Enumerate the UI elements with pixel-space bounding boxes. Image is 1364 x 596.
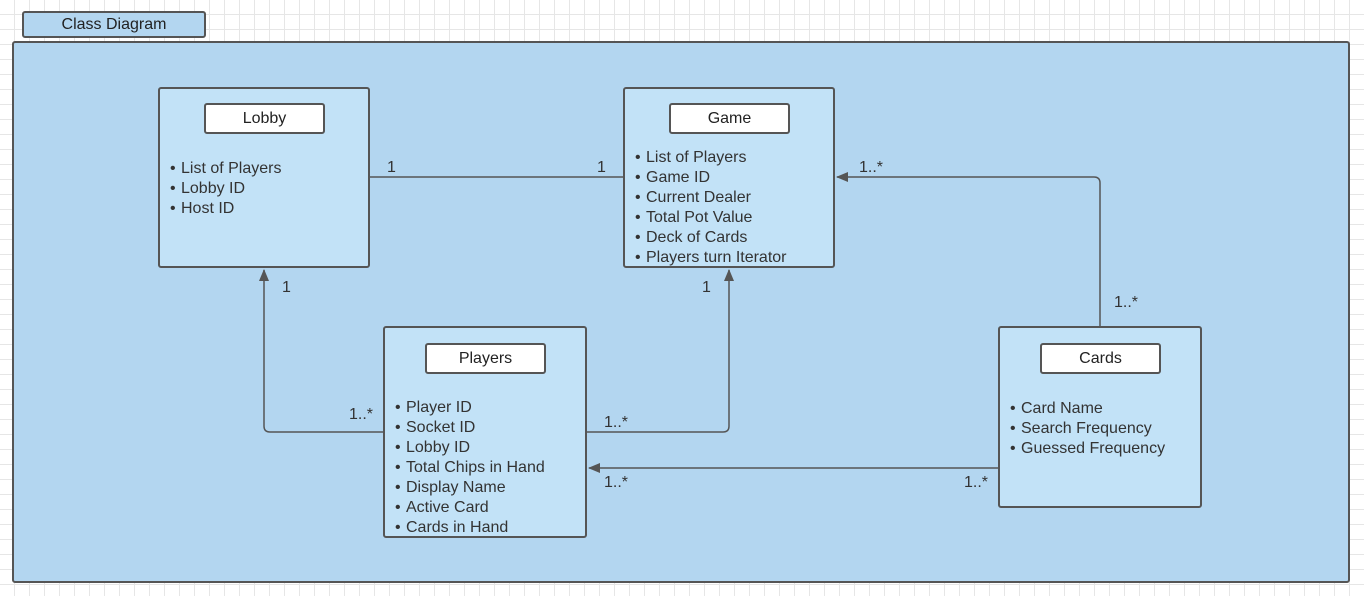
class-players-attributes: Player ID Socket ID Lobby ID Total Chips… xyxy=(395,398,545,538)
multiplicity-players-lobby-lobby-end: 1 xyxy=(282,279,291,296)
attribute-item: Deck of Cards xyxy=(635,228,787,248)
class-players[interactable]: Players Player ID Socket ID Lobby ID Tot… xyxy=(383,326,587,538)
multiplicity-cards-players-cards-end: 1..* xyxy=(964,474,989,491)
attribute-item: Lobby ID xyxy=(395,438,545,458)
class-game-name: Game xyxy=(669,103,790,134)
attribute-item: Active Card xyxy=(395,498,545,518)
multiplicity-players-game-game-end: 1 xyxy=(702,279,711,296)
multiplicity-lobby-game-game-end: 1 xyxy=(597,159,606,176)
attribute-item: Total Chips in Hand xyxy=(395,458,545,478)
attribute-item: Current Dealer xyxy=(635,188,787,208)
multiplicity-cards-game-game-end: 1..* xyxy=(859,159,884,176)
multiplicity-players-game-players-end: 1..* xyxy=(604,414,629,431)
class-game-attributes: List of Players Game ID Current Dealer T… xyxy=(635,148,787,268)
class-lobby-name: Lobby xyxy=(204,103,325,134)
class-cards[interactable]: Cards Card Name Search Frequency Guessed… xyxy=(998,326,1202,508)
multiplicity-cards-players-players-end: 1..* xyxy=(604,474,629,491)
class-players-name: Players xyxy=(425,343,546,374)
class-game[interactable]: Game List of Players Game ID Current Dea… xyxy=(623,87,835,268)
multiplicity-cards-game-cards-end: 1..* xyxy=(1114,294,1139,311)
attribute-item: Game ID xyxy=(635,168,787,188)
attribute-item: List of Players xyxy=(170,159,281,179)
attribute-item: Guessed Frequency xyxy=(1010,439,1165,459)
attribute-item: Display Name xyxy=(395,478,545,498)
attribute-item: List of Players xyxy=(635,148,787,168)
multiplicity-lobby-game-lobby-end: 1 xyxy=(387,159,396,176)
attribute-item: Socket ID xyxy=(395,418,545,438)
attribute-item: Host ID xyxy=(170,199,281,219)
class-cards-attributes: Card Name Search Frequency Guessed Frequ… xyxy=(1010,399,1165,459)
attribute-item: Search Frequency xyxy=(1010,419,1165,439)
class-lobby-attributes: List of Players Lobby ID Host ID xyxy=(170,159,281,219)
attribute-item: Player ID xyxy=(395,398,545,418)
diagram-title: Class Diagram xyxy=(22,11,206,38)
multiplicity-players-lobby-players-end: 1..* xyxy=(349,406,374,423)
class-lobby[interactable]: Lobby List of Players Lobby ID Host ID xyxy=(158,87,370,268)
class-cards-name: Cards xyxy=(1040,343,1161,374)
attribute-item: Total Pot Value xyxy=(635,208,787,228)
attribute-item: Players turn Iterator xyxy=(635,248,787,268)
attribute-item: Lobby ID xyxy=(170,179,281,199)
attribute-item: Card Name xyxy=(1010,399,1165,419)
attribute-item: Cards in Hand xyxy=(395,518,545,538)
